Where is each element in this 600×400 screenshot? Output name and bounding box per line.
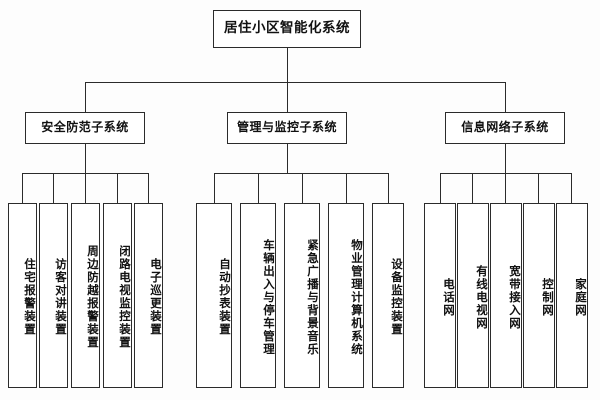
connector-leaf-1-4 (117, 173, 118, 203)
connector-drop-branch-2 (287, 82, 288, 112)
connector-leaf-2-3 (302, 173, 303, 203)
leaf-node-auto-meter-reading[interactable]: 自动抄表装置 (196, 203, 232, 388)
connector-leaf-2-5 (388, 173, 389, 203)
connector-branch-3-stem (505, 144, 506, 173)
leaf-node-emergency-broadcast[interactable]: 紧急广播与背景音乐 (284, 203, 320, 388)
branch-node-network[interactable]: 信息网络子系统 (445, 112, 565, 144)
connector-leaf-3-1 (440, 173, 441, 203)
connector-leaf-3-4 (538, 173, 539, 203)
connector-root-stem (287, 48, 288, 82)
connector-leaf-2-1 (214, 173, 215, 203)
leaf-node-home-alarm[interactable]: 住宅报警装置 (8, 203, 37, 388)
connector-leaf-3-2 (472, 173, 473, 203)
connector-leaf-1-3 (85, 173, 86, 203)
root-node[interactable]: 居住小区智能化系统 (213, 10, 361, 48)
connector-branch-1-stem (85, 144, 86, 173)
connector-leaf-1-2 (53, 173, 54, 203)
branch-node-management[interactable]: 管理与监控子系统 (227, 112, 347, 144)
leaf-node-home-network[interactable]: 家庭网 (556, 203, 588, 388)
leaf-node-broadband-access-network[interactable]: 宽带接入网 (490, 203, 522, 388)
connector-leaf-2-2 (258, 173, 259, 203)
connector-leaf-1-1 (22, 173, 23, 203)
connector-leaf-3-3 (505, 173, 506, 203)
connector-branch-2-bus (214, 173, 388, 174)
connector-branch-2-stem (287, 144, 288, 173)
connector-level2-bus (85, 82, 505, 83)
leaf-node-electronic-patrol[interactable]: 电子巡更装置 (134, 203, 163, 388)
connector-drop-branch-1 (85, 82, 86, 112)
connector-drop-branch-3 (505, 82, 506, 112)
leaf-node-cctv[interactable]: 闭路电视监控装置 (103, 203, 132, 388)
leaf-node-perimeter-alarm[interactable]: 周边防越报警装置 (71, 203, 100, 388)
connector-leaf-1-5 (148, 173, 149, 203)
leaf-node-visitor-intercom[interactable]: 访客对讲装置 (39, 203, 68, 388)
connector-leaf-2-4 (346, 173, 347, 203)
leaf-node-control-network[interactable]: 控制网 (523, 203, 555, 388)
leaf-node-cable-tv-network[interactable]: 有线电视网 (457, 203, 489, 388)
leaf-node-telephone-network[interactable]: 电话网 (424, 203, 456, 388)
branch-node-security[interactable]: 安全防范子系统 (25, 112, 145, 144)
connector-leaf-3-5 (571, 173, 572, 203)
leaf-node-property-management-system[interactable]: 物业管理计算机系统 (328, 203, 364, 388)
leaf-node-vehicle-parking[interactable]: 车辆出入与停车管理 (240, 203, 276, 388)
leaf-node-equipment-monitoring[interactable]: 设备监控装置 (372, 203, 404, 388)
